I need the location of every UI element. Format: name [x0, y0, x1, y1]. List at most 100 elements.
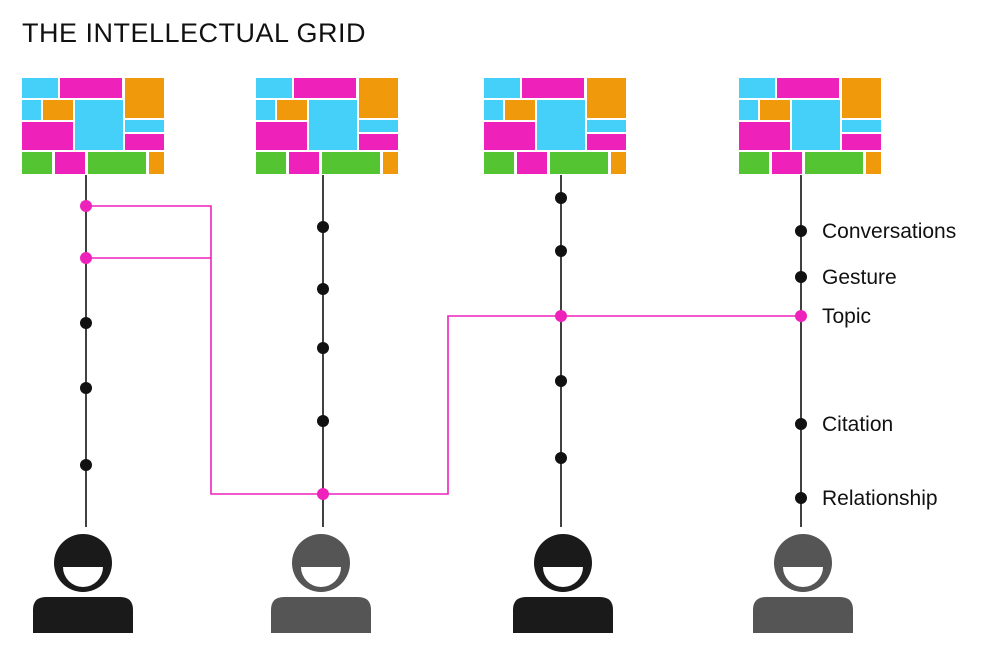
tile-block — [772, 152, 802, 174]
tile-block — [22, 122, 73, 150]
row-label: Citation — [822, 413, 893, 436]
tile-block — [22, 152, 52, 174]
page-title: THE INTELLECTUAL GRID — [22, 18, 367, 48]
person-smile — [783, 567, 823, 587]
node-dot — [317, 283, 329, 295]
tile-block — [55, 152, 85, 174]
tile-block — [256, 100, 275, 120]
tile-block — [484, 100, 503, 120]
node-dot — [555, 375, 567, 387]
tile-block — [805, 152, 863, 174]
node-dot — [317, 221, 329, 233]
person-layer — [33, 534, 853, 633]
tile-block — [256, 152, 286, 174]
tile-block — [294, 78, 356, 98]
tile-block — [739, 100, 758, 120]
person-smile — [301, 567, 341, 587]
person-smile — [543, 567, 583, 587]
tile-block — [322, 152, 380, 174]
tile-block — [256, 78, 292, 98]
person-body — [513, 597, 613, 633]
node-dot — [555, 452, 567, 464]
connected-node-dot — [317, 488, 329, 500]
tile-block — [587, 134, 626, 150]
node-layer — [80, 192, 807, 504]
tile-block — [125, 120, 164, 132]
node-dot — [795, 492, 807, 504]
tile-block — [587, 120, 626, 132]
tile-block — [484, 122, 535, 150]
tile-block — [550, 152, 608, 174]
tile-block — [611, 152, 626, 174]
tile-block — [359, 134, 398, 150]
tile-block — [149, 152, 164, 174]
tile-block — [289, 152, 319, 174]
connected-node-dot — [80, 252, 92, 264]
tile-block — [125, 134, 164, 150]
person-icon — [271, 534, 371, 633]
row-label: Gesture — [822, 266, 897, 289]
tile-block — [522, 78, 584, 98]
colored-block-grid-icon — [739, 78, 881, 174]
tile-block — [587, 78, 626, 118]
tile-block — [505, 100, 535, 120]
connection-line — [86, 205, 801, 495]
tile-block — [777, 78, 839, 98]
person-body — [271, 597, 371, 633]
tile-block — [842, 134, 881, 150]
person-icon — [513, 534, 613, 633]
tile-block — [125, 78, 164, 118]
node-dot — [317, 415, 329, 427]
tile-block — [537, 100, 585, 150]
tile-block — [484, 152, 514, 174]
tile-block — [739, 152, 769, 174]
label-layer: ConversationsGestureTopicCitationRelatio… — [822, 220, 956, 510]
tile-block — [842, 78, 881, 118]
node-dot — [795, 225, 807, 237]
tile-layer — [22, 78, 881, 174]
node-dot — [555, 192, 567, 204]
node-dot — [795, 271, 807, 283]
connected-node-dot — [80, 200, 92, 212]
tile-block — [256, 122, 307, 150]
colored-block-grid-icon — [484, 78, 626, 174]
row-label: Conversations — [822, 220, 956, 243]
person-icon — [33, 534, 133, 633]
tile-block — [739, 122, 790, 150]
tile-block — [88, 152, 146, 174]
tile-block — [43, 100, 73, 120]
tile-block — [739, 78, 775, 98]
tile-block — [792, 100, 840, 150]
node-dot — [80, 459, 92, 471]
connected-node-dot — [795, 310, 807, 322]
person-body — [33, 597, 133, 633]
tile-block — [842, 120, 881, 132]
person-smile — [63, 567, 103, 587]
person-icon — [753, 534, 853, 633]
node-dot — [80, 317, 92, 329]
tile-block — [383, 152, 398, 174]
tile-block — [484, 78, 520, 98]
tile-block — [60, 78, 122, 98]
tile-block — [359, 78, 398, 118]
connected-node-dot — [555, 310, 567, 322]
person-body — [753, 597, 853, 633]
tile-block — [22, 100, 41, 120]
colored-block-grid-icon — [22, 78, 164, 174]
tile-block — [75, 100, 123, 150]
tile-block — [359, 120, 398, 132]
connection-layer — [85, 175, 802, 527]
tile-block — [22, 78, 58, 98]
tile-block — [760, 100, 790, 120]
tile-block — [309, 100, 357, 150]
tile-block — [517, 152, 547, 174]
node-dot — [795, 418, 807, 430]
tile-block — [866, 152, 881, 174]
row-label: Topic — [822, 305, 871, 328]
row-label: Relationship — [822, 487, 938, 510]
tile-block — [277, 100, 307, 120]
colored-block-grid-icon — [256, 78, 398, 174]
node-dot — [555, 245, 567, 257]
node-dot — [80, 382, 92, 394]
